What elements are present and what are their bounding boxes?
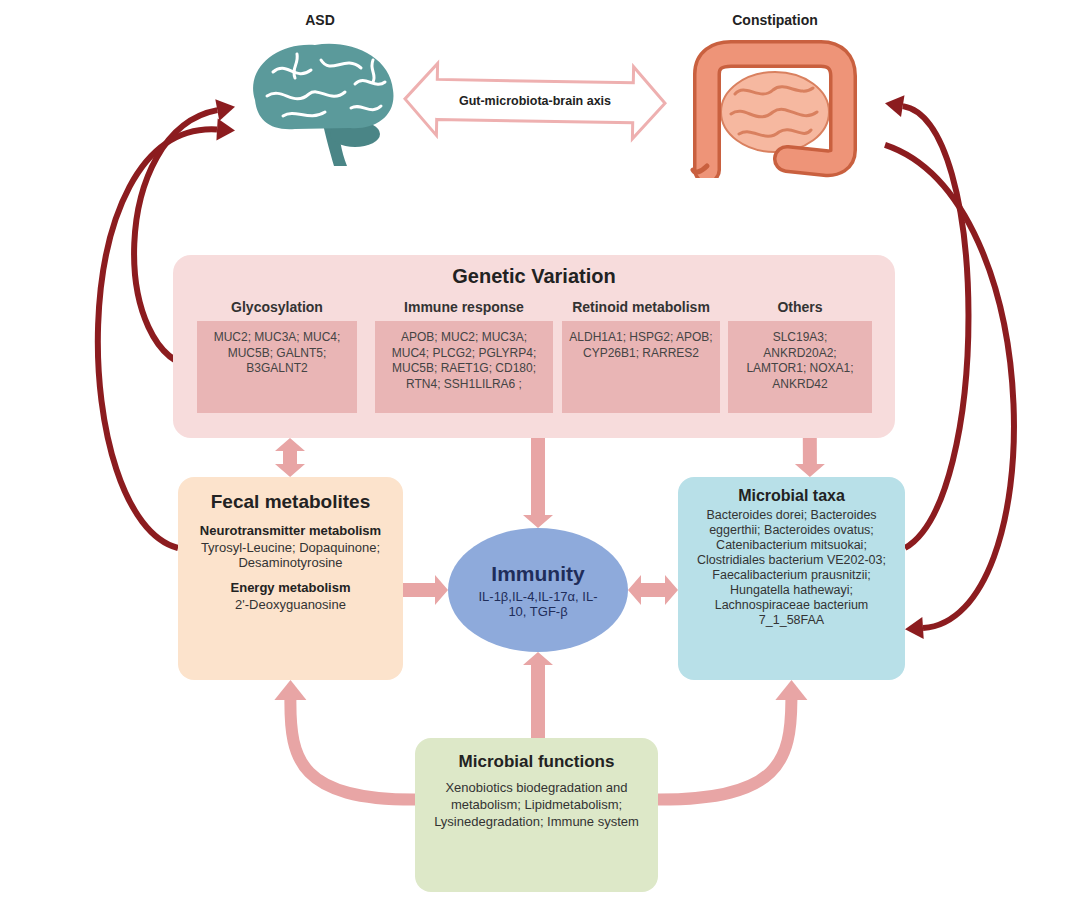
ellipse-title: Immunity	[491, 562, 584, 586]
curved-arrow-line	[903, 106, 969, 548]
block-arrow	[523, 438, 553, 528]
illustration-holder	[235, 32, 405, 170]
illustration-holder	[665, 32, 885, 178]
connector	[274, 680, 415, 800]
node-box: Microbial functionsXenobiotics biodegrad…	[415, 738, 658, 892]
block-arrow	[795, 438, 825, 477]
box-title: Microbial taxa	[688, 487, 895, 505]
node-box: Fecal metabolitesNeurotransmitter metabo…	[178, 477, 403, 680]
connector	[523, 438, 553, 528]
arrowhead	[905, 617, 924, 639]
box-body: Neurotransmitter metabolism	[188, 523, 393, 538]
node-sub: Retinoid metabolismALDH1A1; HSPG2; APOB;…	[562, 299, 720, 413]
node-pic: Constipation	[665, 12, 885, 178]
gene-list: ALDH1A1; HSPG2; APOB; CYP26B1; RARRES2	[562, 321, 720, 413]
connector	[275, 438, 305, 477]
block-arrow	[523, 652, 553, 738]
gene-list: APOB; MUC2; MUC3A; MUC4; PLCG2; PGLYRP4;…	[375, 321, 553, 413]
connector	[658, 680, 807, 800]
box-body: Tyrosyl-Leucine; Dopaquinone; Desaminoty…	[188, 540, 393, 570]
curved-block-arrow	[290, 700, 415, 800]
band-title: Genetic Variation	[173, 255, 895, 288]
box-title: Microbial functions	[425, 752, 648, 772]
node-sub: Immune responseAPOB; MUC2; MUC3A; MUC4; …	[375, 299, 553, 413]
colon-illustration	[665, 32, 885, 178]
group-heading: Glycosylation	[197, 299, 357, 315]
group-heading: Others	[728, 299, 872, 315]
block-arrow	[275, 438, 305, 477]
arrowhead	[274, 680, 306, 700]
gene-list: MUC2; MUC3A; MUC4; MUC5B; GALNT5; B3GALN…	[197, 321, 357, 413]
block-arrow	[403, 575, 448, 605]
box-body: Energy metabolism	[188, 580, 393, 595]
node-band: Genetic VariationGlycosylationMUC2; MUC3…	[173, 255, 895, 438]
box-body: Xenobiotics biodegradation and metabolis…	[425, 780, 648, 831]
block-arrow	[628, 575, 678, 605]
node-sub: OthersSLC19A3; ANKRD20A2; LAMTOR1; NOXA1…	[728, 299, 872, 413]
arrowhead	[215, 99, 235, 121]
box-title: Fecal metabolites	[188, 491, 393, 513]
group-heading: Immune response	[375, 299, 553, 315]
illustration-title: ASD	[235, 12, 405, 28]
connector	[405, 63, 665, 138]
arrowhead	[216, 118, 235, 140]
curved-block-arrow	[658, 700, 791, 800]
node-box: Microbial taxaBacteroides dorei; Bactero…	[678, 477, 905, 680]
brain-illustration	[235, 32, 405, 170]
connector	[523, 652, 553, 738]
connector	[403, 575, 448, 605]
edge-label: Gut-microbiota-brain axis	[457, 93, 613, 109]
double-arrow	[405, 63, 665, 138]
box-body: 2'-Deoxyguanosine	[188, 597, 393, 612]
node-sub: GlycosylationMUC2; MUC3A; MUC4; MUC5B; G…	[197, 299, 357, 413]
group-heading: Retinoid metabolism	[562, 299, 720, 315]
connector	[795, 438, 825, 477]
node-ell: ImmunityIL-1β,IL-4,IL-17α, IL-10, TGF-β	[448, 528, 628, 652]
box-body: Bacteroides dorei; Bacteroides eggerthii…	[688, 508, 895, 628]
gene-list: SLC19A3; ANKRD20A2; LAMTOR1; NOXA1; ANKR…	[728, 321, 872, 413]
illustration-title: Constipation	[665, 12, 885, 28]
arrowhead	[775, 680, 807, 700]
node-pic: ASD	[235, 12, 405, 170]
connector	[628, 575, 678, 605]
arrowhead	[885, 95, 905, 117]
ellipse-body: IL-1β,IL-4,IL-17α, IL-10, TGF-β	[472, 589, 604, 619]
